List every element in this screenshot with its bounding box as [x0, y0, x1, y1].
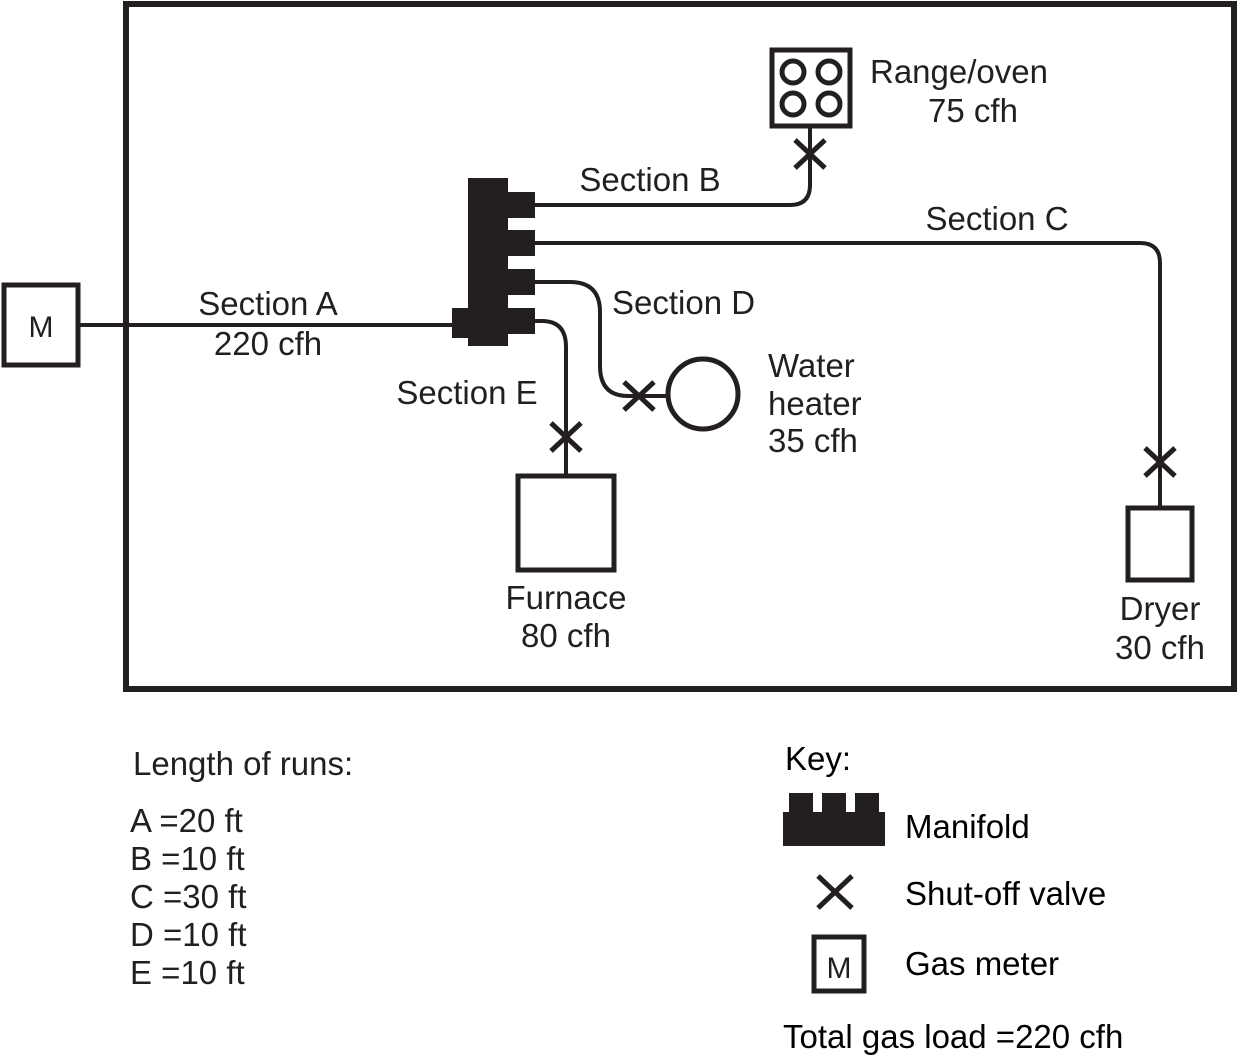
label-section-e: Section E: [396, 374, 537, 411]
gas-meter-letter: M: [29, 311, 54, 344]
gas-meter-box: [1, 282, 81, 368]
label-water-heater-line1: Water: [768, 347, 855, 384]
label-section-a: Section A: [198, 285, 337, 322]
label-water-heater-load: 35 cfh: [768, 422, 858, 459]
label-range-oven-load: 75 cfh: [928, 92, 1018, 129]
water-heater-symbol: [665, 356, 741, 432]
label-section-d: Section D: [612, 284, 755, 321]
label-water-heater-line2: heater: [768, 385, 862, 422]
label-dryer: Dryer: [1120, 590, 1201, 627]
label-range-oven: Range/oven: [870, 53, 1048, 90]
pipe-section-e: [535, 319, 568, 478]
key-heading: Key:: [785, 740, 851, 777]
dryer-box: [1125, 505, 1195, 583]
label-furnace-load: 80 cfh: [521, 617, 611, 654]
pipe-section-d: [535, 280, 672, 398]
manifold-icon: [783, 793, 885, 846]
length-row-b: B =10 ft: [130, 840, 245, 877]
key-label-valve: Shut-off valve: [905, 875, 1106, 912]
shut-off-valve-dryer: [1143, 446, 1177, 478]
label-section-b: Section B: [579, 161, 720, 198]
key-label-meter: Gas meter: [905, 945, 1059, 982]
length-row-e: E =10 ft: [130, 954, 245, 991]
shut-off-valve-water-heater: [622, 380, 656, 412]
label-section-c: Section C: [925, 200, 1068, 237]
length-row-d: D =10 ft: [130, 916, 246, 953]
manifold-symbol: [452, 178, 535, 346]
label-furnace: Furnace: [505, 579, 626, 616]
shut-off-valve-range: [793, 138, 827, 170]
lengths-heading: Length of runs:: [133, 745, 353, 782]
shut-off-valve-icon: [816, 874, 854, 910]
shut-off-valve-furnace: [549, 421, 583, 453]
label-dryer-load: 30 cfh: [1115, 629, 1205, 666]
total-gas-load: Total gas load =220 cfh: [783, 1018, 1123, 1055]
pipe-section-b: [535, 126, 812, 207]
length-row-a: A =20 ft: [130, 802, 243, 839]
range-oven-symbol: [769, 47, 853, 129]
gas-meter-icon-letter: M: [827, 952, 852, 985]
gas-meter-icon: M: [811, 934, 867, 994]
furnace-box: [515, 473, 617, 573]
building-outline: [123, 1, 1237, 692]
length-row-c: C =30 ft: [130, 878, 246, 915]
label-section-a-load: 220 cfh: [214, 325, 322, 362]
key-label-manifold: Manifold: [905, 808, 1030, 845]
pipe-section-c: [535, 241, 1162, 508]
